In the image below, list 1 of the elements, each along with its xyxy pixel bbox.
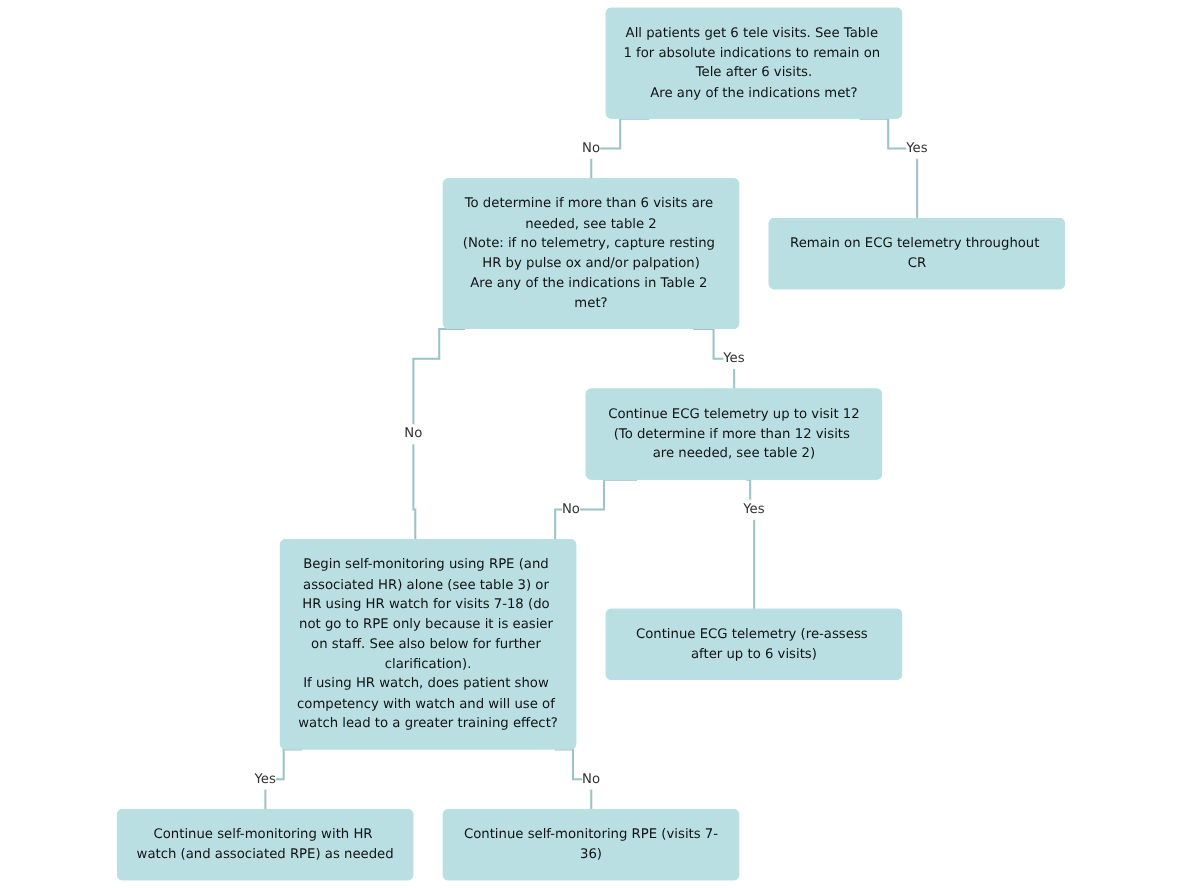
connector: [746, 478, 756, 611]
